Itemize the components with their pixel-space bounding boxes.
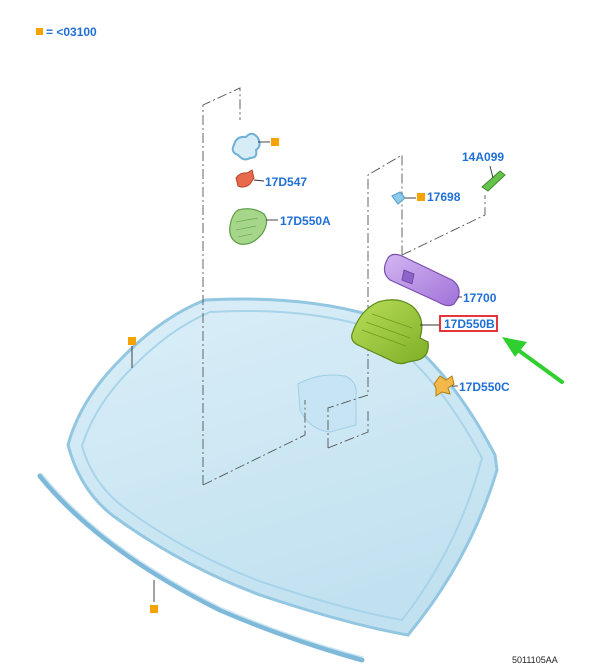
part-17d550a: 17D550A bbox=[229, 208, 331, 245]
bracket-shape bbox=[351, 299, 429, 365]
windshield bbox=[66, 297, 499, 637]
part-17d550c: 17D550C bbox=[433, 375, 510, 397]
assembly-line-right bbox=[401, 195, 486, 256]
clip-outline bbox=[231, 132, 261, 161]
yellow-clip-shape bbox=[433, 375, 455, 397]
callout-14a099: 14A099 bbox=[462, 150, 504, 164]
lower-moulding bbox=[37, 473, 365, 663]
sensor-mount-area bbox=[297, 374, 357, 433]
assembly-line-left-branch bbox=[202, 400, 306, 486]
leader-17d547 bbox=[253, 179, 265, 182]
legend-marker-icon bbox=[36, 28, 43, 35]
part-17698: 17698 bbox=[391, 190, 461, 205]
part-17d550b: 17D550B bbox=[351, 299, 498, 365]
assembly-line-center-b bbox=[327, 410, 369, 449]
moulding-strip-highlight bbox=[41, 473, 364, 658]
mirror-shape bbox=[383, 253, 460, 307]
callout-17d550a: 17D550A bbox=[280, 214, 331, 228]
marker-icon-glass bbox=[128, 337, 136, 345]
connector-shape bbox=[481, 170, 506, 192]
legend-text: = <03100 bbox=[46, 25, 97, 39]
moulding-marker bbox=[150, 580, 158, 613]
marker-icon-clip bbox=[271, 138, 279, 146]
arrow-shaft bbox=[516, 348, 564, 384]
part-17700: 17700 bbox=[383, 253, 497, 307]
assembly-line-left bbox=[202, 87, 241, 485]
marker-icon-moulding bbox=[150, 605, 158, 613]
sensor-cover-shape bbox=[229, 208, 268, 245]
assembly-lines bbox=[202, 87, 486, 486]
mirror-mount bbox=[401, 269, 415, 285]
bracket-ribs bbox=[361, 313, 413, 347]
part-clip-top bbox=[231, 132, 279, 161]
small-clip-shape bbox=[391, 191, 406, 205]
red-clip-shape bbox=[235, 169, 255, 188]
sensor-cover-lines bbox=[235, 217, 259, 238]
highlight-box bbox=[439, 315, 498, 332]
marker-icon-17698 bbox=[417, 193, 425, 201]
callout-17d550b: 17D550B bbox=[444, 317, 495, 331]
callout-17698: 17698 bbox=[427, 190, 461, 204]
legend: = <03100 bbox=[36, 25, 97, 39]
glass-marker bbox=[128, 337, 136, 368]
leader-14a099 bbox=[489, 165, 494, 179]
reference-code: 5011105AA bbox=[512, 655, 558, 665]
part-17d547: 17D547 bbox=[235, 169, 307, 189]
callout-17d550c: 17D550C bbox=[459, 380, 510, 394]
part-14a099: 14A099 bbox=[462, 150, 506, 192]
arrow-head-icon bbox=[502, 337, 527, 357]
callout-17700: 17700 bbox=[463, 291, 497, 305]
pointer-arrow bbox=[502, 337, 564, 384]
callout-17d547: 17D547 bbox=[265, 175, 307, 189]
moulding-strip bbox=[37, 473, 365, 663]
